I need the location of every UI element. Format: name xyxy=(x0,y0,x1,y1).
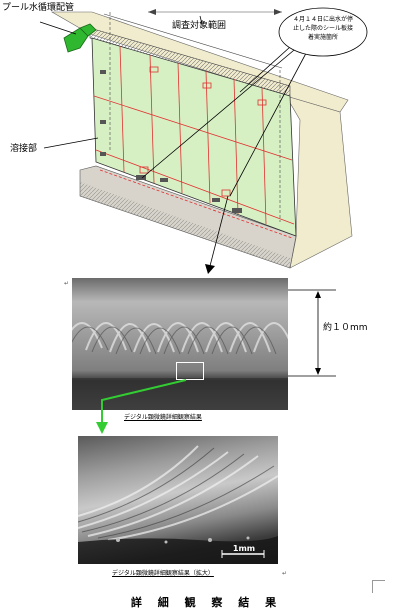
pool-pipe xyxy=(63,23,97,53)
page-title: 詳 細 観 察 結 果 xyxy=(130,596,283,609)
photo-weld-overview xyxy=(72,278,288,410)
photo-arrow xyxy=(205,264,215,274)
pool-pipe-label: プール水循環配管 xyxy=(2,3,75,13)
photo2-caption: デジタル顕微鏡詳細観察結果（拡大） xyxy=(112,570,214,577)
callout-line-2: 止した際のシール板接 xyxy=(292,25,353,32)
approx-10mm-label: 約１０mm xyxy=(323,323,368,333)
zoom-arrow xyxy=(96,379,187,434)
weld-part-label: 溶接部 xyxy=(10,144,38,154)
survey-range-label: 調査対象範囲 xyxy=(172,21,227,31)
photo1-caption: デジタル顕微鏡詳細観察結果 xyxy=(124,414,202,421)
detail-box xyxy=(176,362,204,380)
callout-text: ４月１４日に出水が停 止した際のシール板接 着実施箇所 xyxy=(284,15,362,42)
callout-line-3: 着実施箇所 xyxy=(307,34,338,41)
callout-line-1: ４月１４日に出水が停 xyxy=(292,16,353,23)
pool-wall-diagram xyxy=(39,7,368,274)
scale-1mm-label: 1mm xyxy=(232,544,256,553)
photo-weld-magnified: 1mm xyxy=(78,436,278,564)
concrete-right xyxy=(285,95,353,269)
magnified-texture xyxy=(78,445,278,564)
page-corner-mark xyxy=(372,580,385,593)
callout-bubble xyxy=(278,7,368,57)
return-mark: ↵ xyxy=(282,570,288,577)
weld-bead-ripples xyxy=(72,322,288,410)
scale-10mm-bracket xyxy=(288,289,336,377)
grid-lines xyxy=(93,45,295,225)
return-mark: ↵ xyxy=(64,280,70,287)
